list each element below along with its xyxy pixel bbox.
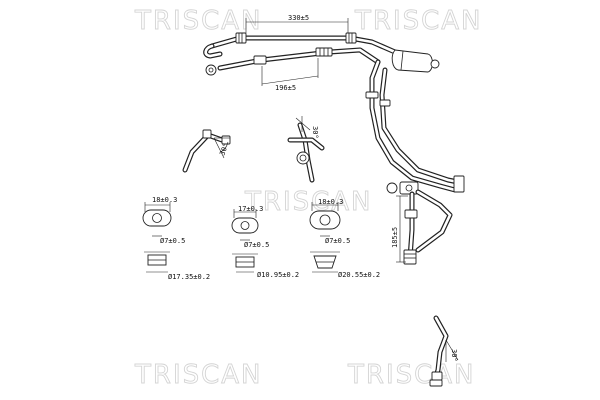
main-pipe-assembly bbox=[203, 32, 465, 265]
fitting-1-bottom-dim: Ø17.35±0.2 bbox=[168, 273, 210, 281]
dimension-lines: 330±5 196±5 185±5 bbox=[245, 14, 408, 263]
fitting-1-mid-dim: Ø7±0.5 bbox=[160, 237, 185, 245]
fitting-1-top-dim: 18±0.3 bbox=[152, 196, 177, 204]
dim-angle-bottom: 30° bbox=[450, 349, 458, 362]
watermark-top-right: TRISCAN bbox=[354, 6, 483, 36]
fitting-2-top-dim: 17±0.3 bbox=[238, 205, 263, 213]
detail-center-bend: 30° bbox=[287, 116, 325, 183]
dim-angle-left: 30° bbox=[218, 142, 230, 157]
fitting-3-mid-dim: Ø7±0.5 bbox=[325, 237, 350, 245]
watermark-bottom-right: TRISCAN bbox=[347, 360, 476, 390]
dim-top-length: 330±5 bbox=[288, 14, 309, 22]
fitting-detail-2: 17±0.3 Ø7±0.5 Ø10.95±0.2 bbox=[231, 205, 299, 279]
detail-left-bend: 30° bbox=[182, 129, 231, 173]
fitting-2-mid-dim: Ø7±0.5 bbox=[244, 241, 269, 249]
watermark-top-left: TRISCAN bbox=[134, 6, 263, 36]
watermark-bottom-left: TRISCAN bbox=[134, 360, 263, 390]
fitting-3-top-dim: 18±0.3 bbox=[318, 198, 343, 206]
dim-angle-top-right: 30° bbox=[311, 126, 319, 139]
dim-lower-length: 196±5 bbox=[275, 84, 296, 92]
fitting-detail-1: 18±0.3 Ø7±0.5 Ø17.35±0.2 bbox=[142, 196, 210, 281]
detail-bottom-bend: 30° bbox=[429, 315, 459, 387]
watermark-center: TRISCAN bbox=[244, 187, 373, 217]
dim-vertical-length: 185±5 bbox=[391, 227, 399, 248]
fitting-detail-3: 18±0.3 Ø7±0.5 Ø20.55±0.2 bbox=[309, 198, 380, 279]
fitting-2-bottom-dim: Ø10.95±0.2 bbox=[257, 271, 299, 279]
fitting-3-bottom-dim: Ø20.55±0.2 bbox=[338, 271, 380, 279]
